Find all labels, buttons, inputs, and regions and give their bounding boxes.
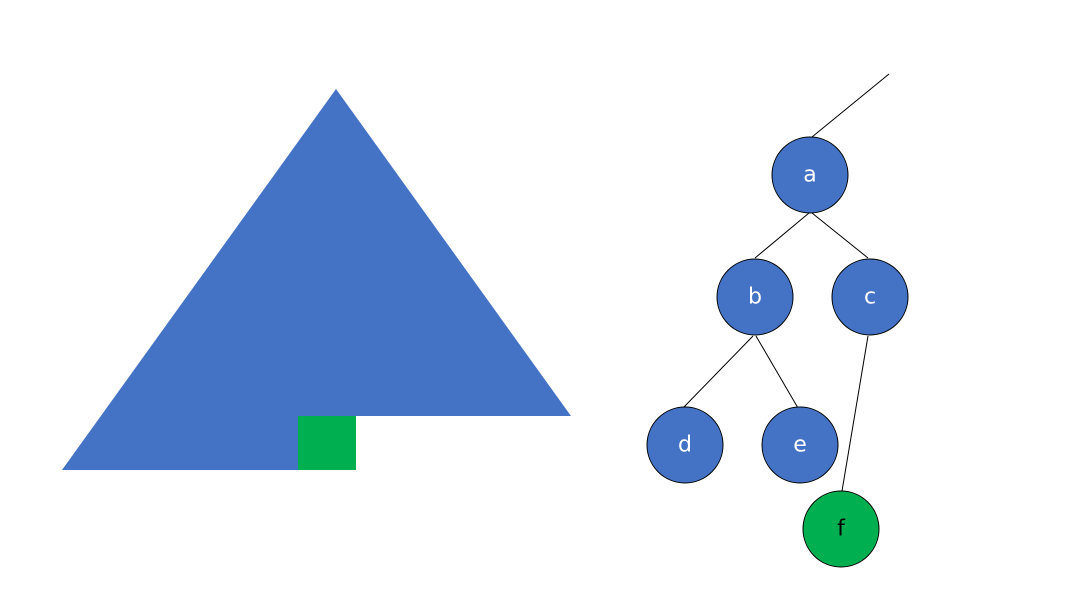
blue-triangle-shape <box>62 89 571 470</box>
edge-a-b <box>754 212 810 259</box>
tree-node-b: b <box>716 258 794 336</box>
edge-b-e <box>755 335 799 409</box>
node-circle-f <box>802 490 880 568</box>
node-circle-a <box>771 136 849 214</box>
green-square-shape <box>298 416 356 470</box>
tree-nodes: a b c d e f <box>646 136 909 568</box>
tree-diagram: a b c d e f <box>646 73 909 568</box>
node-label-d: d <box>678 433 692 458</box>
edge-b-d <box>682 335 754 409</box>
node-label-a: a <box>803 163 816 188</box>
edge-c-f <box>841 335 869 492</box>
node-circle-c <box>831 258 909 336</box>
tree-node-a: a <box>771 136 849 214</box>
edge-a-c <box>811 212 869 259</box>
node-circle-b <box>716 258 794 336</box>
tree-node-c: c <box>831 258 909 336</box>
node-label-f: f <box>837 517 846 542</box>
incoming-edge <box>811 73 890 138</box>
tree-node-d: d <box>646 406 724 484</box>
tree-node-f: f <box>802 490 880 568</box>
node-circle-e <box>761 406 839 484</box>
node-label-e: e <box>793 433 807 458</box>
tree-node-e: e <box>761 406 839 484</box>
node-circle-d <box>646 406 724 484</box>
node-label-c: c <box>864 285 876 310</box>
tree-edges <box>682 212 869 492</box>
node-label-b: b <box>748 285 762 310</box>
triangle-shape-group <box>62 89 571 470</box>
